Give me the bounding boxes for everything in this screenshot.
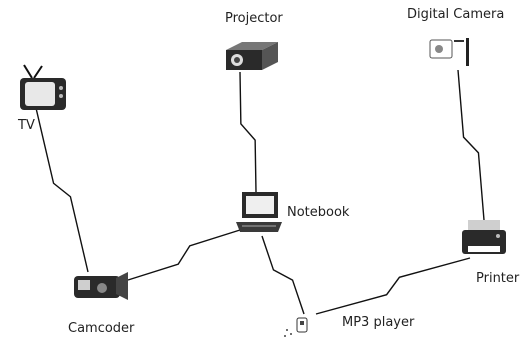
printer-label: Printer [476, 271, 520, 286]
camcorder-icon [74, 272, 128, 300]
links-layer [35, 69, 485, 315]
printer-icon [462, 220, 506, 254]
notebook-label: Notebook [287, 205, 350, 220]
mp3-player-icon [284, 317, 308, 337]
camcoder-label: Camcoder [68, 321, 135, 336]
tv-label: TV [18, 118, 35, 133]
link-notebook-camcoder [127, 229, 241, 281]
projector-label: Projector [225, 11, 283, 26]
tv-icon [20, 64, 66, 110]
projector-icon [226, 42, 278, 70]
digital-camera-icon [429, 38, 469, 66]
link-mp3-printer [315, 257, 471, 315]
link-projector-notebook [239, 71, 257, 193]
link-camera-printer [457, 69, 485, 221]
mp3-player-label: MP3 player [342, 315, 415, 330]
notebook-icon [236, 192, 282, 232]
link-tv-camcoder [35, 107, 89, 273]
digital-camera-label: Digital Camera [407, 7, 505, 22]
link-notebook-mp3 [261, 235, 305, 315]
